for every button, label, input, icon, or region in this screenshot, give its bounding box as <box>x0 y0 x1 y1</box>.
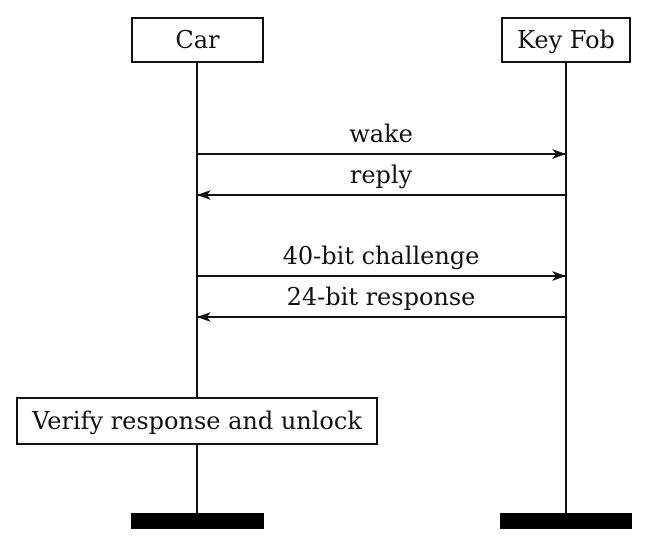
car-lifeline <box>196 62 198 518</box>
car-participant-label: Car <box>175 26 220 54</box>
wake-label: wake <box>349 120 413 148</box>
key-fob-participant-box: Key Fob <box>501 17 631 63</box>
key-fob-participant-label: Key Fob <box>517 26 615 54</box>
verify-note-text: Verify response and unlock <box>32 407 362 435</box>
key-fob-lifeline <box>565 62 567 518</box>
car-participant-box: Car <box>131 17 264 63</box>
response-label: 24-bit response <box>286 283 476 311</box>
verify-note-box: Verify response and unlock <box>16 397 378 445</box>
key-fob-lifeline-end <box>500 513 632 529</box>
car-lifeline-end <box>131 513 264 529</box>
challenge-label: 40-bit challenge <box>282 242 480 270</box>
reply-label: reply <box>349 161 413 189</box>
